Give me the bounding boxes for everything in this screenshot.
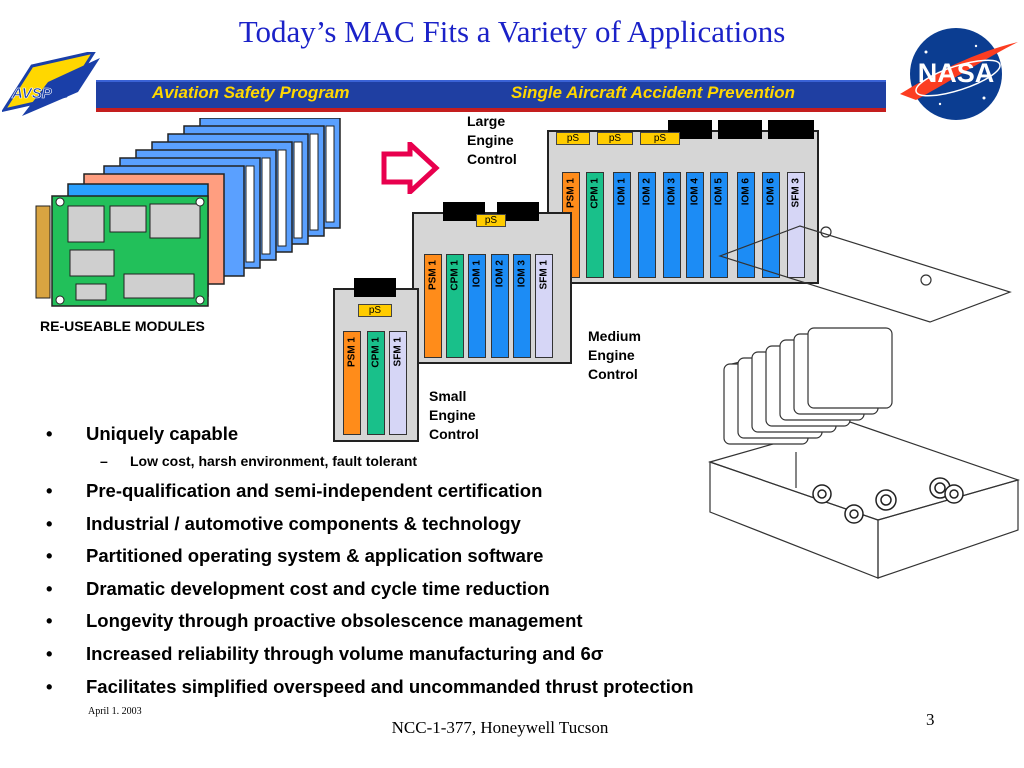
banner-left-text: Aviation Safety Program [152,83,350,102]
large-ps-block: pS [640,132,680,145]
enclosure-exploded-drawing [708,225,1020,579]
banner-right-text: Single Aircraft Accident Prevention [511,83,796,102]
reusable-modules-illustration [35,118,341,307]
footer-date: April 1. 2003 [88,706,142,717]
small-connector [354,278,396,297]
medium-slot-cpm1: CPM 1 [446,254,464,358]
large-slot-iom6: IOM 6 [737,172,755,278]
medium-ps-block: pS [476,214,506,227]
large-connector [718,120,762,139]
small-slot-psm1: PSM 1 [343,331,361,435]
medium-slot-psm1: PSM 1 [424,254,442,358]
large-ps-block: pS [597,132,633,145]
nasa-logo-text: NASA [918,58,995,88]
reusable-modules-label: RE-USEABLE MODULES [40,318,205,334]
large-slot-iom6-b: IOM 6 [762,172,780,278]
medium-slot-iom1: IOM 1 [468,254,486,358]
nasa-logo: NASA [900,28,1018,120]
avsp-logo-text: AVSP [11,85,53,102]
large-slot-iom2: IOM 2 [638,172,656,278]
footer-center: NCC-1-377, Honeywell Tucson [391,718,609,737]
medium-connector [497,202,539,221]
slide-title: Today’s MAC Fits a Variety of Applicatio… [238,14,786,49]
arrow-icon [381,142,440,194]
small-ps-block: pS [358,304,392,317]
medium-slot-iom2: IOM 2 [491,254,509,358]
large-slot-iom4: IOM 4 [686,172,704,278]
large-slot-sfm3: SFM 3 [787,172,805,278]
large-slot-iom3: IOM 3 [663,172,681,278]
large-slot-iom5: IOM 5 [710,172,728,278]
small-slot-sfm1: SFM 1 [389,331,407,435]
medium-slot-iom3: IOM 3 [513,254,531,358]
medium-connector [443,202,485,221]
program-banner [96,80,886,112]
large-connector [768,120,814,139]
page-number: 3 [926,710,935,729]
medium-slot-sfm1: SFM 1 [535,254,553,358]
large-ps-block: pS [556,132,590,145]
small-slot-cpm1: CPM 1 [367,331,385,435]
large-slot-cpm1: CPM 1 [586,172,604,278]
avsp-logo: AVSP [2,52,100,116]
large-slot-iom1: IOM 1 [613,172,631,278]
